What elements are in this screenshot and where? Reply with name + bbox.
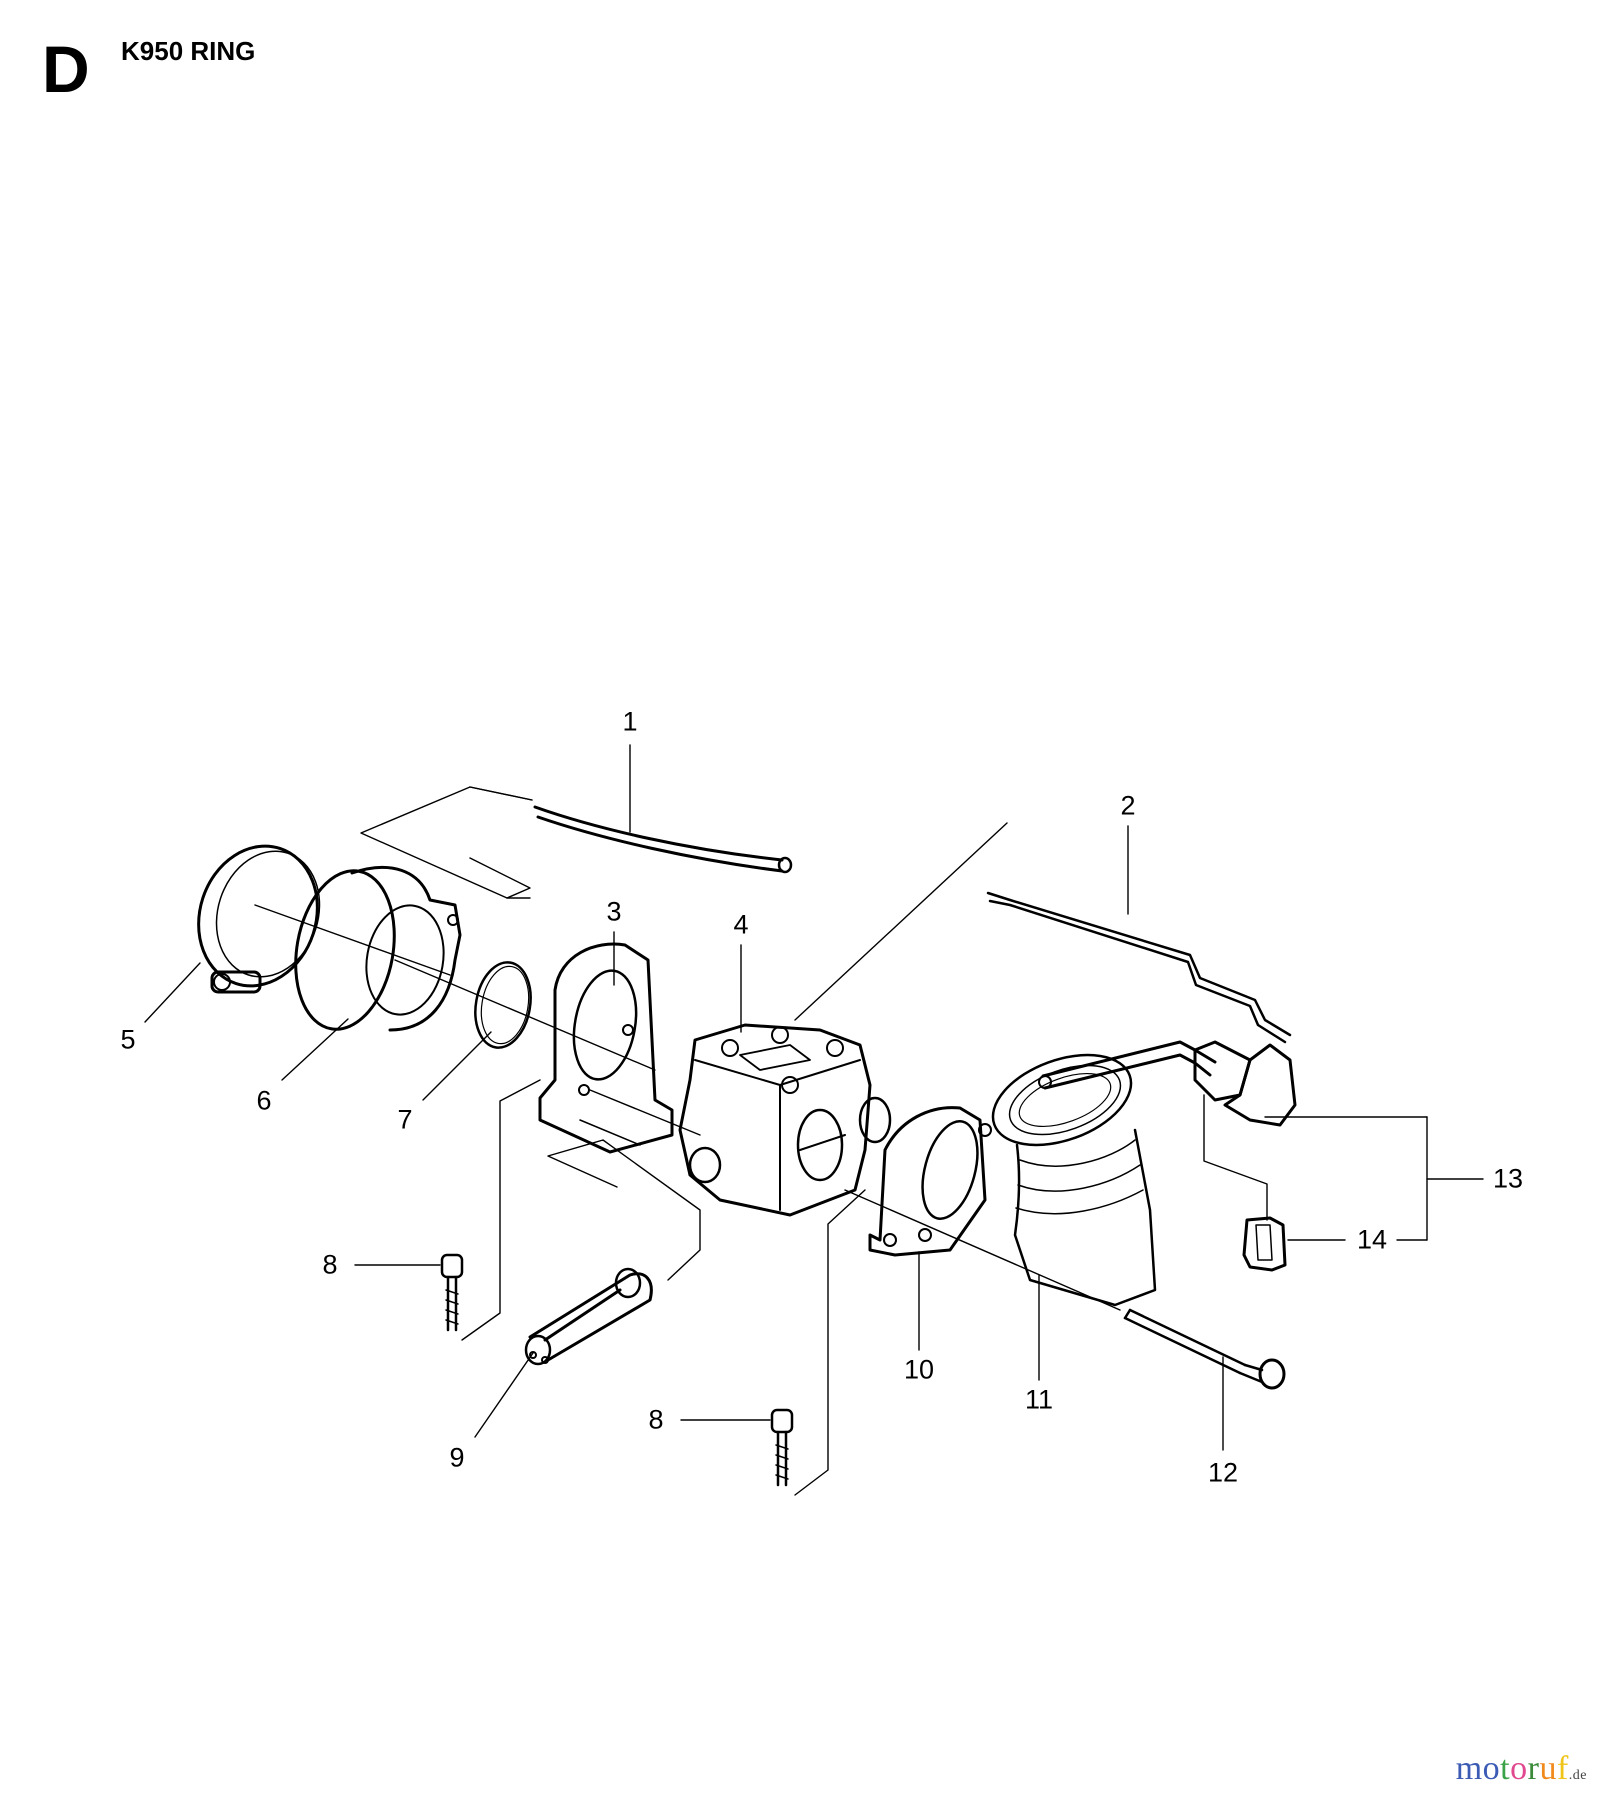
part-11-intake-manifold xyxy=(991,1053,1157,1307)
watermark-tld: .de xyxy=(1568,1768,1587,1783)
watermark-letter: r xyxy=(1527,1750,1540,1787)
watermark-letter: o xyxy=(1510,1750,1528,1787)
watermark-letter: m xyxy=(1455,1750,1483,1787)
part-9-connector xyxy=(524,1267,653,1366)
part-14-clip xyxy=(1242,1216,1287,1272)
part-1-fuel-hose xyxy=(533,805,793,874)
callout-4: 4 xyxy=(733,909,749,940)
part-12-bolt xyxy=(1123,1308,1286,1390)
part-6-intake-boot xyxy=(294,865,462,1032)
section-letter: D xyxy=(42,32,90,106)
callout-11: 11 xyxy=(1024,1384,1054,1415)
watermark-logo: motoruf.de xyxy=(1456,1752,1587,1786)
watermark-letter: t xyxy=(1500,1750,1511,1787)
part-2-throttle-rod xyxy=(986,891,1292,1044)
callout-1: 1 xyxy=(622,706,638,737)
part-7-ring xyxy=(474,961,532,1049)
part-8b-screw xyxy=(770,1408,794,1487)
part-5-hose-clamp xyxy=(197,844,321,994)
callout-3: 3 xyxy=(606,896,622,927)
callout-8b: 8 xyxy=(648,1404,664,1435)
callout-7: 7 xyxy=(397,1104,413,1135)
callout-9: 9 xyxy=(449,1442,465,1473)
part-3-carb-holder xyxy=(538,942,674,1154)
part-13-choke-control xyxy=(1038,1040,1297,1127)
model-title: K950 RING xyxy=(121,36,256,66)
callout-8a: 8 xyxy=(322,1249,338,1280)
watermark-letter: u xyxy=(1539,1750,1557,1787)
callout-12: 12 xyxy=(1207,1457,1239,1488)
watermark-letter: o xyxy=(1482,1750,1501,1787)
part-8a-screw xyxy=(440,1253,464,1332)
part-4-carburetor xyxy=(678,1023,892,1217)
callout-5: 5 xyxy=(120,1024,136,1055)
watermark-letter: f xyxy=(1556,1750,1569,1787)
callout-14: 14 xyxy=(1356,1224,1388,1255)
leader-lines xyxy=(144,744,1484,1496)
callout-10: 10 xyxy=(903,1354,935,1385)
callout-13: 13 xyxy=(1492,1163,1524,1194)
callout-6: 6 xyxy=(256,1085,272,1116)
part-10-holder xyxy=(868,1106,992,1257)
callout-2: 2 xyxy=(1120,790,1136,821)
